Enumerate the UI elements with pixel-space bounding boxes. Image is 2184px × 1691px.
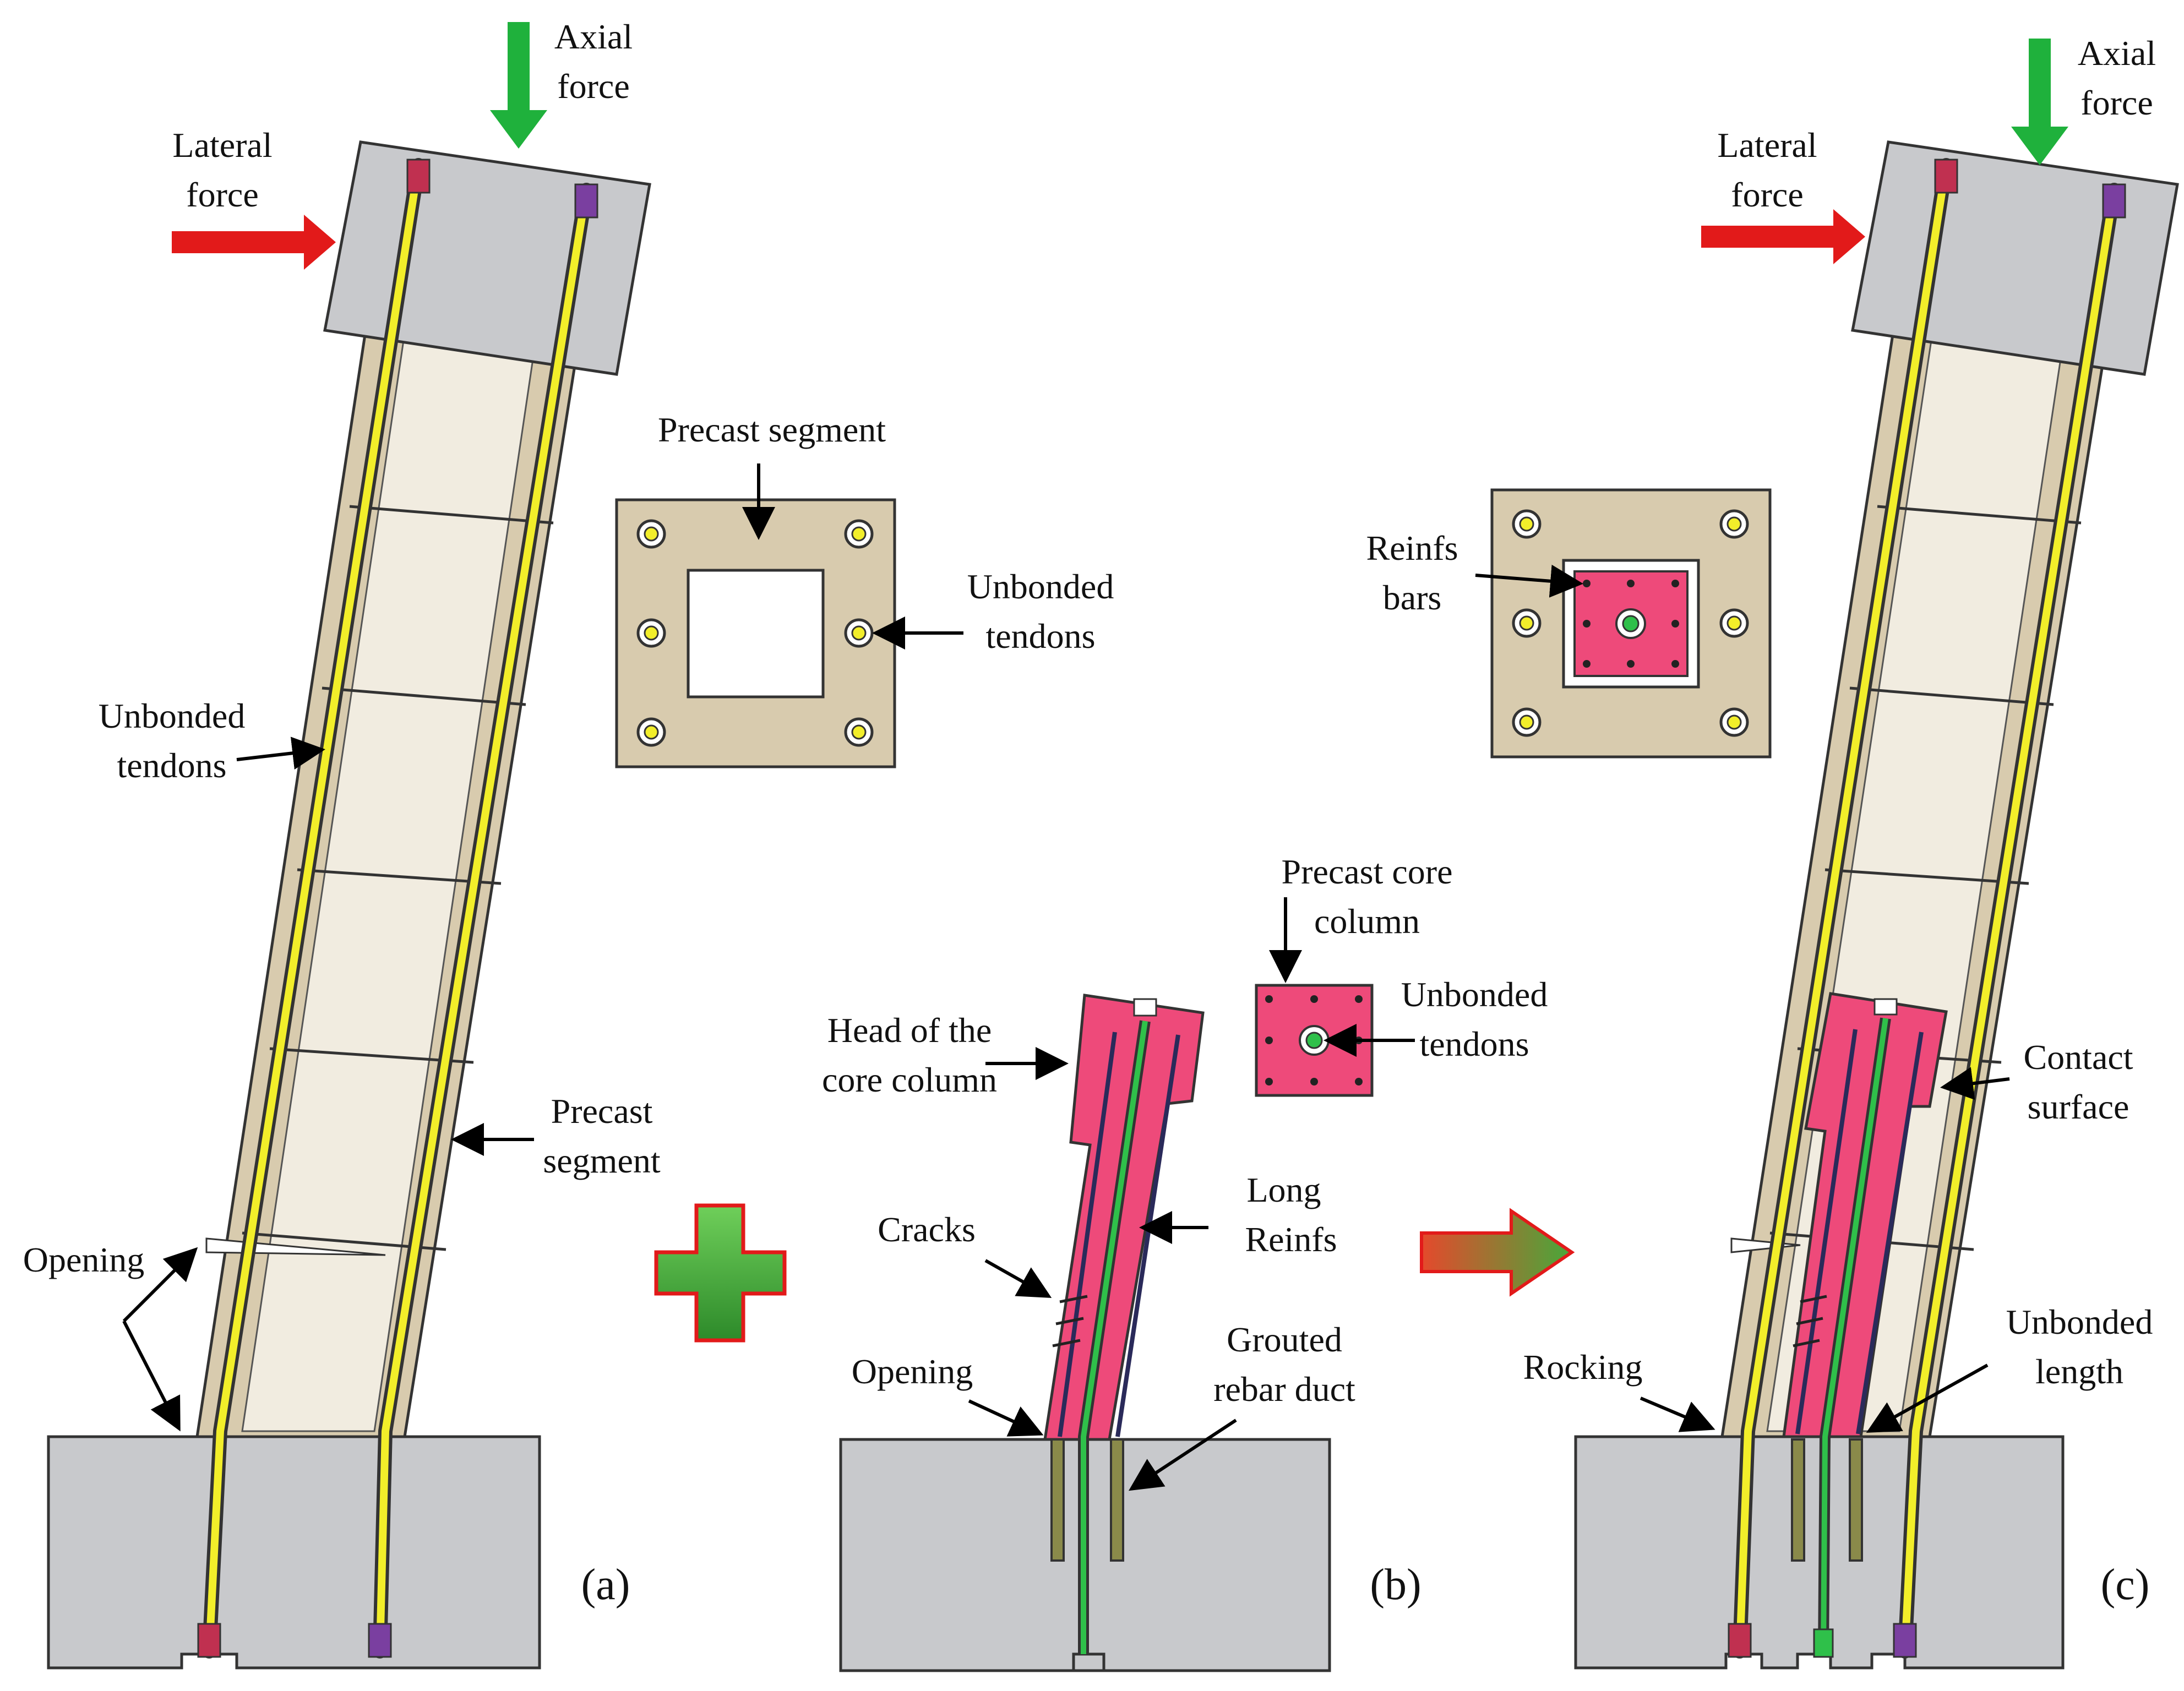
foundation-a xyxy=(47,1435,541,1670)
core-column-c xyxy=(1782,992,1948,1438)
axial-force-c-line2: force xyxy=(2080,83,2153,122)
lateral-force-c-line1: Lateral xyxy=(1717,126,1817,165)
precast-segment-section xyxy=(615,498,896,768)
axial-force-label-line1: Axial xyxy=(554,17,633,56)
lateral-force-label-line2: force xyxy=(186,175,258,214)
cracks-c xyxy=(1793,1295,1827,1348)
unbonded-length-line2: length xyxy=(2035,1352,2123,1391)
grouted-rebar-duct-c-2 xyxy=(1849,1438,1863,1562)
rocking-leader xyxy=(1640,1397,1715,1432)
grouted-rebar-duct-line2: rebar duct xyxy=(1213,1370,1355,1409)
plus-sign xyxy=(654,1203,787,1343)
section-precast-segment-label: Precast segment xyxy=(658,410,886,449)
precast-core-column-line1: Precast core xyxy=(1282,852,1453,891)
panel-label-c: (c) xyxy=(2101,1561,2150,1609)
lateral-force-arrow xyxy=(172,215,336,270)
panel-a: Lateral force Axial force Unbonded tendo… xyxy=(23,17,1114,1670)
panel-c: Lateral force Axial force Contact surfac… xyxy=(1366,34,2179,1670)
section-b-unbonded-tendons-line1: Unbonded xyxy=(1401,975,1548,1014)
axial-force-arrow xyxy=(490,22,547,149)
unbonded-tendons-label-line2: tendons xyxy=(117,746,226,785)
opening-leader-a-2 xyxy=(122,1320,181,1432)
precast-segment-label-line1: Precast xyxy=(551,1092,653,1131)
unbonded-length-line1: Unbonded xyxy=(2006,1302,2153,1341)
opening-label-a: Opening xyxy=(23,1240,144,1279)
contact-surface-line1: Contact xyxy=(2023,1038,2133,1077)
long-reinfs-line1: Long xyxy=(1246,1170,1321,1209)
lateral-force-label-line1: Lateral xyxy=(172,126,272,165)
core-column-b xyxy=(1043,994,1205,1441)
reinfs-bars-leader xyxy=(1475,564,1583,598)
core-head-cap-b xyxy=(1133,998,1157,1017)
grouted-rebar-duct-leader xyxy=(1128,1419,1237,1491)
combined-section xyxy=(1490,488,1772,759)
opening-label-b: Opening xyxy=(852,1352,973,1391)
foundation-b-notch xyxy=(1072,1652,1105,1672)
contact-surface-line2: surface xyxy=(2028,1087,2129,1126)
cracks-label: Cracks xyxy=(878,1210,976,1249)
opening-leader-a-1 xyxy=(122,1247,198,1323)
lateral-force-arrow xyxy=(1701,209,1865,264)
head-of-core-column-line1: Head of the xyxy=(827,1011,992,1050)
cracks-leader xyxy=(984,1259,1052,1298)
grouted-rebar-duct-b-2 xyxy=(1110,1438,1124,1562)
opening-leader-b xyxy=(968,1399,1044,1437)
unbonded-length-leader xyxy=(1866,1363,1989,1433)
section-unbonded-tendons-line1: Unbonded xyxy=(967,567,1114,606)
grouted-rebar-duct-line1: Grouted xyxy=(1227,1320,1342,1359)
unbonded-tendons-leader-a xyxy=(236,737,325,770)
precast-core-column-line2: column xyxy=(1314,902,1420,941)
cracks-b xyxy=(1052,1295,1088,1348)
core-head-cap-c xyxy=(1873,998,1898,1016)
grouted-rebar-duct-b-1 xyxy=(1050,1438,1065,1562)
tendon-anchors-c xyxy=(1728,159,2126,1658)
panel-b: Head of the core column Cracks Long Rein… xyxy=(822,852,1548,1672)
head-of-core-column-line2: core column xyxy=(822,1060,997,1099)
unbonded-tendons-label-line1: Unbonded xyxy=(99,696,246,735)
opening-gap-c xyxy=(1730,1237,1801,1253)
tendon-anchors-a xyxy=(197,159,598,1658)
long-reinfs-c xyxy=(1795,1029,1924,1434)
grouted-rebar-duct-c-1 xyxy=(1791,1438,1805,1562)
reinfs-bars-line2: bars xyxy=(1383,578,1442,617)
axial-force-arrow xyxy=(2011,39,2068,165)
axial-force-label-line2: force xyxy=(557,67,629,106)
tendons-c xyxy=(1733,158,2121,1659)
long-reinfs-line2: Reinfs xyxy=(1245,1220,1337,1259)
axial-force-c-line1: Axial xyxy=(2078,34,2156,73)
rocking-label: Rocking xyxy=(1523,1348,1643,1387)
tendons-a xyxy=(202,158,593,1659)
panel-label-b: (b) xyxy=(1370,1561,1421,1609)
precast-segment-label-line2: segment xyxy=(543,1141,661,1180)
section-b-unbonded-tendons-line2: tendons xyxy=(1419,1024,1529,1063)
section-unbonded-tendons-line2: tendons xyxy=(985,617,1095,656)
reinfs-bars-line1: Reinfs xyxy=(1366,528,1458,568)
contact-surface-leader xyxy=(1940,1067,2010,1100)
lateral-force-c-line2: force xyxy=(1731,175,1803,214)
panel-label-a: (a) xyxy=(581,1561,630,1609)
transition-arrow xyxy=(1420,1208,1575,1297)
